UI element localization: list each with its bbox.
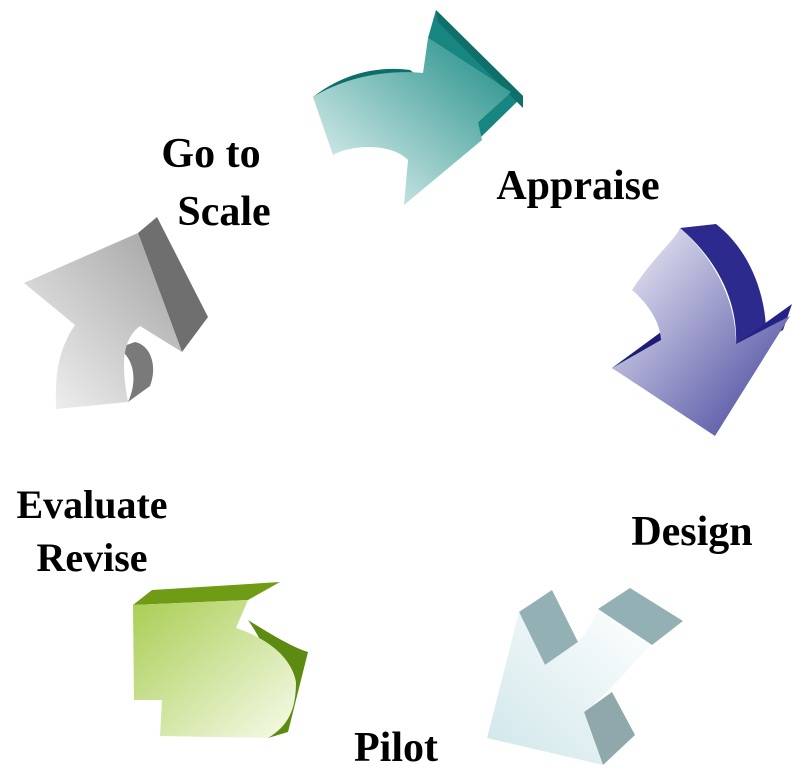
stage-label-go-to-scale-line-1: Go to xyxy=(161,131,260,177)
stage-label-appraise: Appraise xyxy=(496,163,659,209)
go-to-scale-arrow xyxy=(24,217,208,409)
stage-label-design: Design xyxy=(631,509,752,555)
stage-label-evaluate-revise-line-2: Revise xyxy=(36,535,147,580)
appraise-arrow xyxy=(313,10,523,205)
evaluate-revise-arrow xyxy=(133,582,308,738)
stage-label-pilot: Pilot xyxy=(354,725,438,769)
pilot-arrow xyxy=(487,588,683,765)
design-arrow xyxy=(612,224,792,436)
stage-label-go-to-scale-line-2: Scale xyxy=(177,189,270,235)
stage-label-evaluate-revise-line-1: Evaluate xyxy=(16,482,167,527)
